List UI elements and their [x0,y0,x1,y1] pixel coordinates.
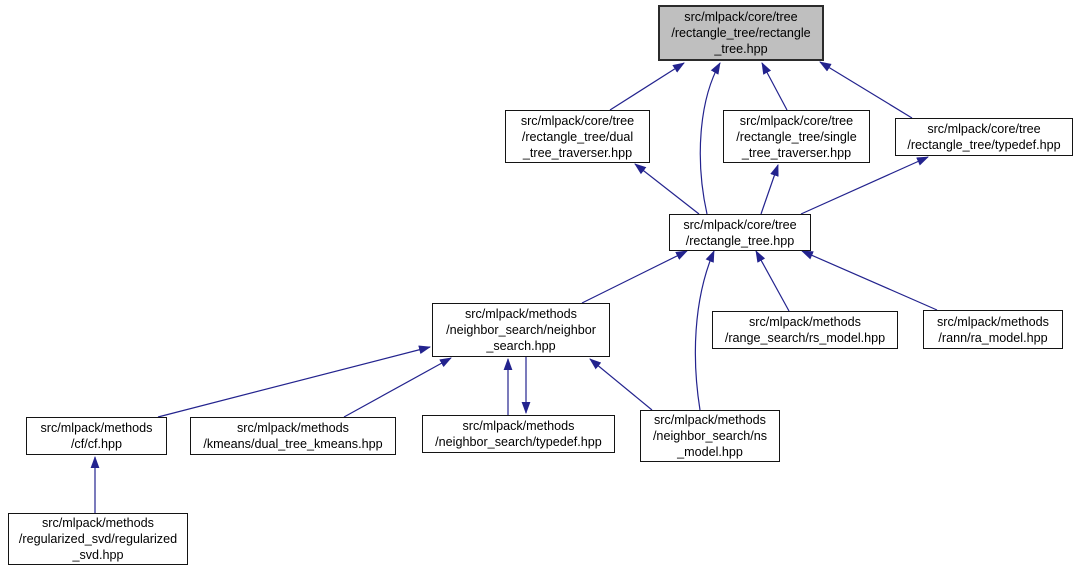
node-rectangle-tree-hpp[interactable]: src/mlpack/core/tree /rectangle_tree.hpp [669,214,811,251]
edge-rectangle-tree-to-dual-tree-traverser [634,163,700,215]
edge-kmeans-to-neighbor-search [343,357,452,418]
node-rs-model-hpp[interactable]: src/mlpack/methods /range_search/rs_mode… [712,311,898,349]
edge-neighbor-search-to-rectangle-tree [581,250,688,304]
edge-rs-model-to-rectangle-tree [755,250,790,312]
edge-ns-model-to-rectangle-tree [694,250,715,411]
node-regularized-svd-hpp[interactable]: src/mlpack/methods /regularized_svd/regu… [8,513,188,565]
node-dual-tree-traverser-hpp[interactable]: src/mlpack/core/tree /rectangle_tree/dua… [505,110,650,163]
node-neighbor-search-hpp[interactable]: src/mlpack/methods /neighbor_search/neig… [432,303,610,357]
node-single-tree-traverser-hpp[interactable]: src/mlpack/core/tree /rectangle_tree/sin… [723,110,870,163]
edge-rectangle-tree-to-rectangle-tree-hpp [699,62,721,215]
edge-ra-model-to-rectangle-tree [801,250,938,311]
node-cf-hpp[interactable]: src/mlpack/methods /cf/cf.hpp [26,417,167,455]
node-ra-model-hpp[interactable]: src/mlpack/methods /rann/ra_model.hpp [923,310,1063,349]
edge-rectangle-tree-to-rt-typedef [800,156,929,215]
edge-dual-tree-traverser-to-rectangle-tree-hpp [609,62,685,111]
edge-ns-model-to-neighbor-search [589,358,653,411]
node-neighbor-search-typedef-hpp[interactable]: src/mlpack/methods /neighbor_search/type… [422,415,615,453]
edge-rectangle-tree-to-single-tree-traverser [760,164,779,215]
node-rectangle-tree-rectangle-tree-hpp[interactable]: src/mlpack/core/tree /rectangle_tree/rec… [658,5,824,61]
edge-single-tree-traverser-to-rectangle-tree-hpp [761,62,788,111]
edge-cf-to-neighbor-search [157,345,431,418]
node-ns-model-hpp[interactable]: src/mlpack/methods /neighbor_search/ns _… [640,410,780,462]
edge-rt-typedef-to-rectangle-tree-hpp [819,61,913,119]
node-rectangle-tree-typedef-hpp[interactable]: src/mlpack/core/tree /rectangle_tree/typ… [895,118,1073,156]
node-dual-tree-kmeans-hpp[interactable]: src/mlpack/methods /kmeans/dual_tree_kme… [190,417,396,455]
